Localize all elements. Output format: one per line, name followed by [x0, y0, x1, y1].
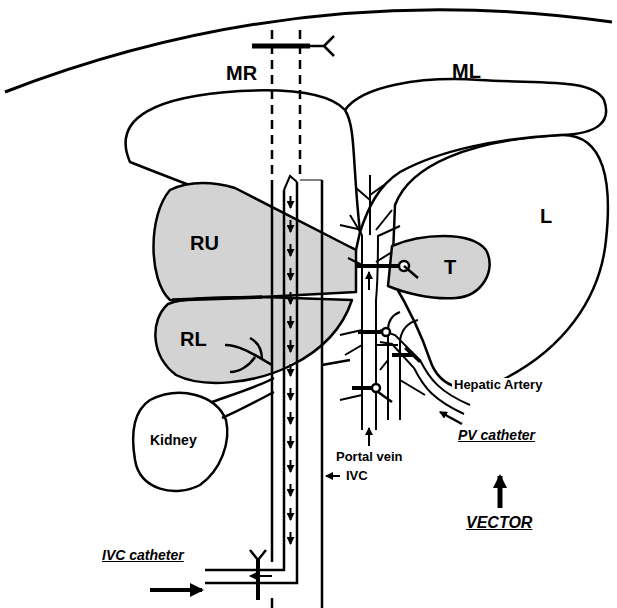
organ-label: Kidney — [150, 433, 197, 448]
flow-arrow — [290, 388, 292, 400]
vector-label: VECTOR — [464, 514, 534, 532]
flow-arrow — [250, 575, 272, 577]
flow-arrow — [290, 508, 292, 520]
flow-arrow — [290, 220, 292, 232]
flow-arrow — [290, 436, 292, 448]
lobe-label: L — [540, 205, 552, 227]
vessel-label: Portal vein — [334, 450, 404, 464]
flow-arrow — [290, 316, 292, 328]
lobe-label: RU — [190, 232, 219, 254]
catheter-label: PV catheter — [456, 428, 537, 443]
lobe-label: ML — [452, 60, 481, 82]
lobe-label: MR — [226, 62, 257, 84]
catheter-label: IVC catheter — [100, 548, 186, 563]
flow-arrow — [290, 268, 292, 280]
flow-arrow — [290, 364, 292, 376]
lobe-label: T — [444, 256, 456, 278]
flow-arrow — [290, 292, 292, 304]
flow-arrow — [290, 244, 292, 256]
flow-arrow — [290, 460, 292, 472]
flow-arrow — [290, 196, 292, 208]
lobe-label: RL — [180, 328, 207, 350]
flow-arrow — [290, 532, 292, 544]
flow-arrow — [290, 340, 292, 352]
flow-arrow — [290, 484, 292, 496]
flow-arrow — [290, 412, 292, 424]
vessel-label: IVC — [344, 469, 370, 483]
vessel-label: Hepatic Artery — [452, 378, 544, 392]
